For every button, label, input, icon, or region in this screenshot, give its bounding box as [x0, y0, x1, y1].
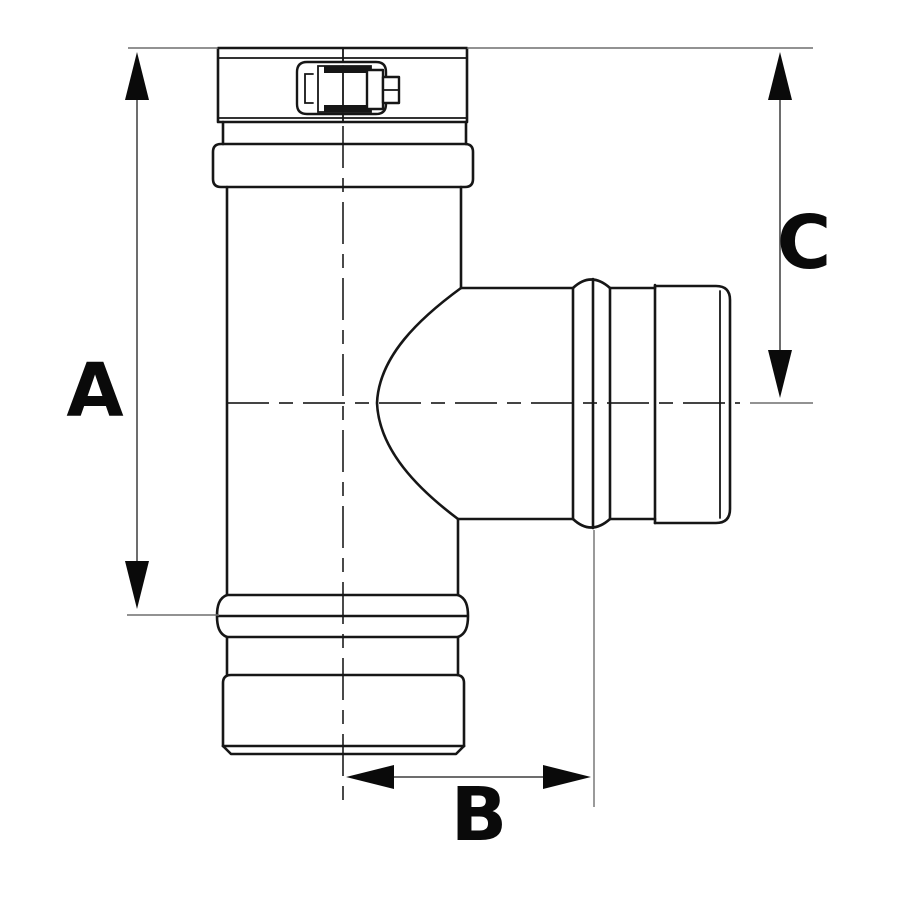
upper-bead-ring [211, 142, 475, 189]
dim-b-arrow-right-icon [543, 765, 591, 789]
dim-c-arrow-up-icon [768, 52, 792, 100]
dim-b-arrow-left-icon [346, 765, 394, 789]
centerlines [227, 126, 740, 806]
vertical-pipe [211, 46, 475, 756]
clamp-screw-housing [295, 60, 401, 116]
locking-band-clamp [216, 46, 469, 124]
dim-a-label: A [66, 348, 123, 434]
screw-housing-outline [295, 60, 388, 116]
bottom-socket-outline [221, 673, 466, 748]
dimension-b: B [346, 530, 595, 858]
screw-housing-bracket [304, 73, 314, 104]
dim-b-label: B [451, 772, 507, 858]
branch-bead-top-arc [571, 278, 612, 290]
branch-bead-ring [571, 277, 612, 530]
branch-dome-silhouette [375, 286, 463, 521]
dim-c-arrow-down-icon [768, 350, 792, 398]
branch-bead-bottom-arc [571, 517, 612, 529]
screw-barrel-upper-band [324, 66, 371, 73]
screw-flange [365, 68, 385, 111]
dimension-a: A [66, 47, 813, 616]
screw-barrel-lower-band [324, 105, 371, 112]
dimension-c: C [750, 52, 831, 404]
dim-a-arrow-up-icon [125, 52, 149, 100]
lower-bead-ring [215, 593, 470, 639]
bottom-socket [221, 673, 466, 756]
dim-a-arrow-down-icon [125, 561, 149, 609]
branch-outlet [375, 277, 732, 530]
bottom-socket-chamfer [221, 744, 466, 756]
branch-socket-collar [653, 283, 732, 525]
dim-c-label: C [777, 200, 831, 286]
branch-collar-outline [653, 284, 732, 525]
